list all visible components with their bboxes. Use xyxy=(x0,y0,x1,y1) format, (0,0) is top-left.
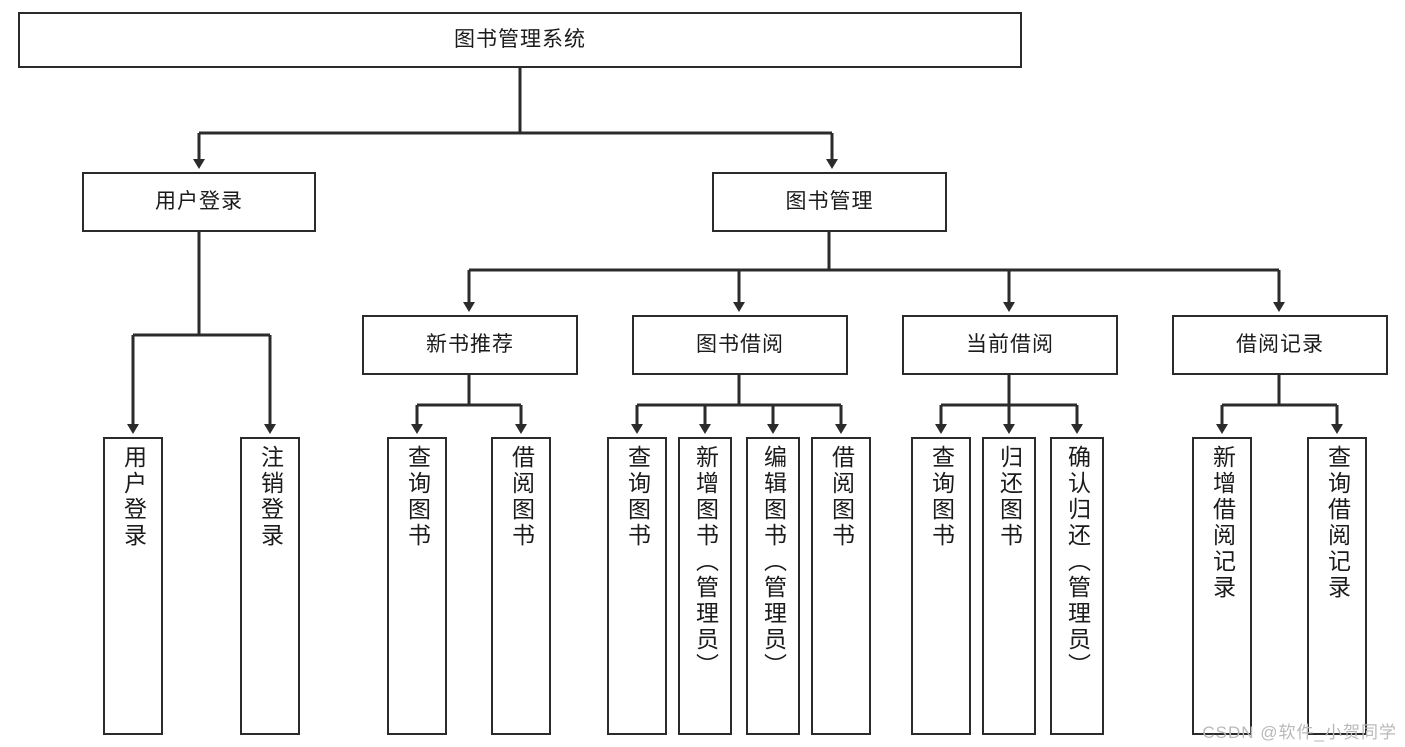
leaf-label: 查询借阅记录 xyxy=(1324,445,1351,601)
leaf-query-book-current[interactable]: 查询图书 xyxy=(911,437,971,735)
node-book-management[interactable]: 图书管理 xyxy=(712,172,947,232)
node-label: 借阅记录 xyxy=(1236,332,1324,356)
node-label: 新书推荐 xyxy=(426,332,514,356)
leaf-label: 归还图书 xyxy=(996,445,1023,549)
leaf-user-login[interactable]: 用户登录 xyxy=(103,437,163,735)
node-label: 图书借阅 xyxy=(696,332,784,356)
leaf-label: 借阅图书 xyxy=(508,445,535,549)
node-new-book-recommend[interactable]: 新书推荐 xyxy=(362,315,578,375)
leaf-label: 查询图书 xyxy=(928,445,955,549)
leaf-label: 查询图书 xyxy=(404,445,431,549)
leaf-label: 编辑图书（管理员） xyxy=(760,445,787,679)
leaf-label: 借阅图书 xyxy=(828,445,855,549)
leaf-label: 确认归还（管理员） xyxy=(1064,445,1091,679)
leaf-label: 注销登录 xyxy=(257,445,284,549)
node-label: 图书管理系统 xyxy=(454,27,586,51)
csdn-watermark: CSDN @软件_小贺同学 xyxy=(1202,723,1397,742)
leaf-add-borrow-record[interactable]: 新增借阅记录 xyxy=(1192,437,1252,735)
leaf-label: 新增图书（管理员） xyxy=(692,445,719,679)
leaf-label: 用户登录 xyxy=(120,445,147,549)
node-root-book-management-system[interactable]: 图书管理系统 xyxy=(18,12,1022,68)
node-borrow-record[interactable]: 借阅记录 xyxy=(1172,315,1388,375)
leaf-return-book[interactable]: 归还图书 xyxy=(982,437,1036,735)
node-label: 用户登录 xyxy=(155,189,243,213)
leaf-label: 新增借阅记录 xyxy=(1209,445,1236,601)
leaf-logout[interactable]: 注销登录 xyxy=(240,437,300,735)
node-label: 图书管理 xyxy=(785,189,874,213)
leaf-borrow-book[interactable]: 借阅图书 xyxy=(811,437,871,735)
node-user-login[interactable]: 用户登录 xyxy=(82,172,316,232)
leaf-borrow-book-recommend[interactable]: 借阅图书 xyxy=(491,437,551,735)
leaf-query-borrow-record[interactable]: 查询借阅记录 xyxy=(1307,437,1367,735)
leaf-edit-book-admin[interactable]: 编辑图书（管理员） xyxy=(746,437,800,735)
leaf-query-book-recommend[interactable]: 查询图书 xyxy=(387,437,447,735)
node-book-borrow[interactable]: 图书借阅 xyxy=(632,315,848,375)
leaf-label: 查询图书 xyxy=(624,445,651,549)
leaf-add-book-admin[interactable]: 新增图书（管理员） xyxy=(678,437,732,735)
node-label: 当前借阅 xyxy=(966,332,1054,356)
leaf-confirm-return-admin[interactable]: 确认归还（管理员） xyxy=(1050,437,1104,735)
node-current-borrow[interactable]: 当前借阅 xyxy=(902,315,1118,375)
leaf-query-book-borrow[interactable]: 查询图书 xyxy=(607,437,667,735)
